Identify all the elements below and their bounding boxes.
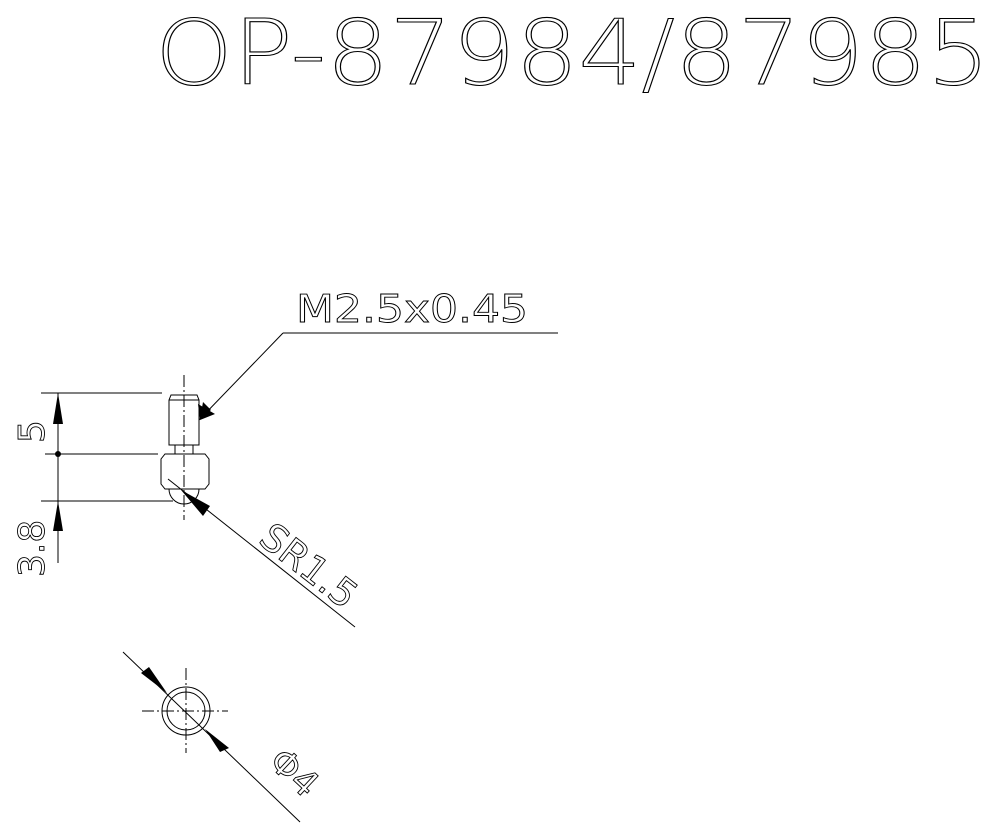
dimension-lines (41, 392, 173, 563)
head-body (160, 453, 210, 490)
thread-leader (198, 332, 558, 421)
sphere-radius-label: SR1.5 (251, 514, 366, 617)
diameter-label: Φ4 (261, 741, 326, 806)
dimension-upper-length: 5 (12, 420, 53, 443)
ball-tip (168, 488, 200, 505)
part-side-view (160, 375, 210, 520)
sphere-radius-leader (167, 478, 356, 628)
drawing-title: OP-87984/87985 (155, 1, 990, 106)
dimension-lower-length: 3.8 (12, 520, 53, 577)
thread-label: M2.5x0.45 (296, 287, 528, 331)
part-end-view (122, 651, 301, 823)
